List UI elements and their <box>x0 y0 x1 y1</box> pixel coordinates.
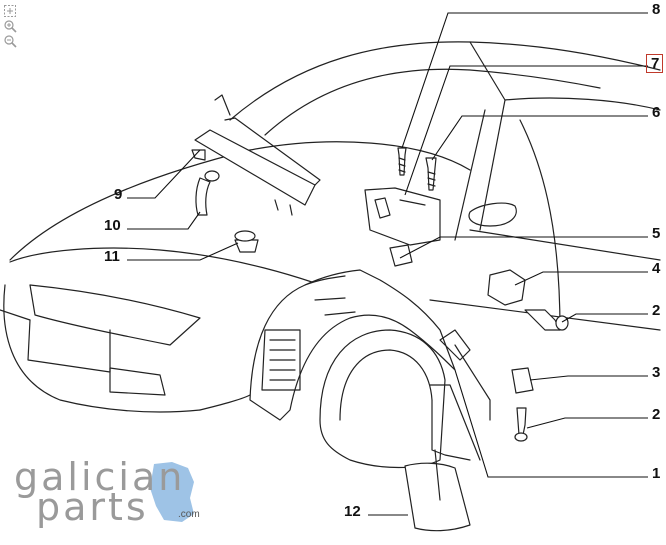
callout-7[interactable]: 7 <box>646 54 664 73</box>
callout-3[interactable]: 3 <box>652 364 661 381</box>
part-9-strip[interactable] <box>194 129 316 206</box>
tire <box>319 329 446 469</box>
callout-10[interactable]: 10 <box>104 217 121 234</box>
callout-5[interactable]: 5 <box>652 225 661 242</box>
hood-outline <box>9 141 471 261</box>
callout-1[interactable]: 1 <box>652 465 661 482</box>
galicianparts-logo: galician parts .com <box>14 458 224 528</box>
part-2-screw-upper[interactable] <box>524 309 561 331</box>
part-4-clip[interactable] <box>487 269 526 306</box>
leader-lines <box>127 12 648 516</box>
mudflap[interactable] <box>404 462 471 532</box>
callout-6[interactable]: 6 <box>652 104 661 121</box>
logo-tld: .com <box>178 509 200 520</box>
callout-9[interactable]: 9 <box>114 186 123 203</box>
part-2-screw-lower[interactable] <box>516 407 527 436</box>
part-10-hose[interactable] <box>195 177 211 216</box>
windshield-outline <box>229 41 661 121</box>
mirror <box>468 202 517 227</box>
zoom-out-icon[interactable] <box>3 34 17 48</box>
front-bumper <box>3 284 201 413</box>
part-5-clip[interactable] <box>389 244 413 267</box>
part-3-clip[interactable] <box>511 367 534 394</box>
logo-line1: galician <box>14 455 186 499</box>
part-8-screw[interactable] <box>397 147 407 176</box>
callout-11[interactable]: 11 <box>104 248 120 265</box>
part-11-grommet[interactable] <box>234 239 259 253</box>
zoom-toolbar <box>3 4 19 48</box>
headlight <box>29 284 201 346</box>
callout-4[interactable]: 4 <box>652 260 661 277</box>
wheel-arch-liner[interactable] <box>249 269 456 421</box>
zoom-in-icon[interactable] <box>3 19 17 33</box>
callout-2-lower[interactable]: 2 <box>652 406 661 423</box>
logo-line2: parts <box>36 485 149 529</box>
part-6-screw[interactable] <box>425 157 437 191</box>
door-line <box>469 229 661 261</box>
part-7-bracket[interactable] <box>364 187 441 246</box>
fit-icon[interactable] <box>3 4 17 18</box>
callout-8[interactable]: 8 <box>652 1 661 18</box>
callout-2-upper[interactable]: 2 <box>652 302 661 319</box>
windshield-inner <box>264 68 601 136</box>
callout-12[interactable]: 12 <box>344 503 361 520</box>
logo-map-icon <box>150 462 194 522</box>
